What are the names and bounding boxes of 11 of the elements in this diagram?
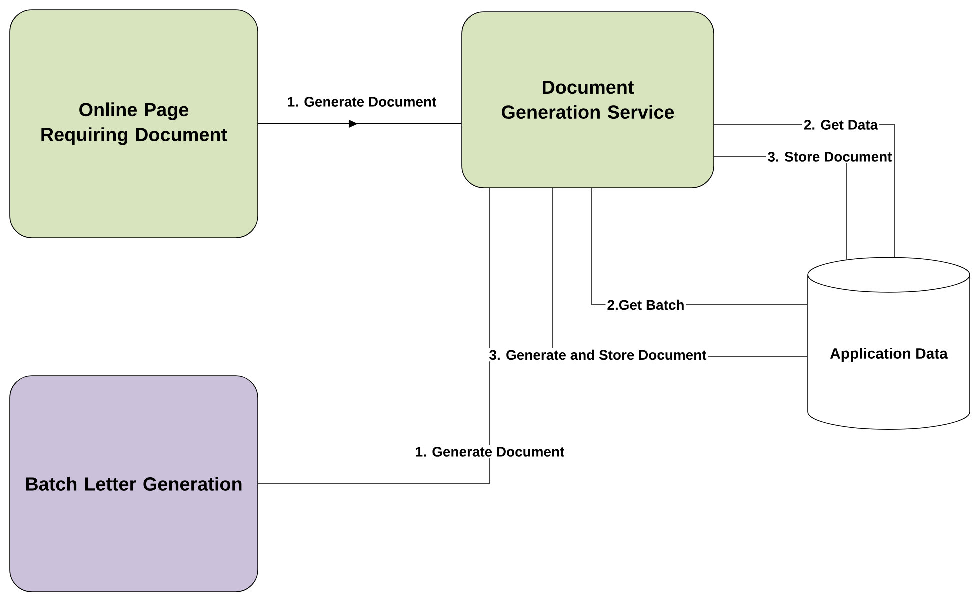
edge-label: 2.Get Batch — [606, 298, 686, 312]
edge-label: 1. Generate Document — [414, 446, 566, 458]
connector — [258, 188, 490, 484]
edge-label: 1. Generate Document — [288, 97, 436, 107]
database-cylinder: Application Data — [808, 257, 970, 430]
edge-label: 2. Get Data — [802, 118, 880, 132]
process-box: Document Generation Service — [462, 12, 714, 188]
process-box: Batch Letter Generation — [10, 376, 258, 592]
edge-label: 3. Store Document — [766, 150, 894, 164]
edge-label: 3. Generate and Store Document — [488, 348, 708, 362]
process-box: Online Page Requiring Document — [10, 10, 258, 238]
